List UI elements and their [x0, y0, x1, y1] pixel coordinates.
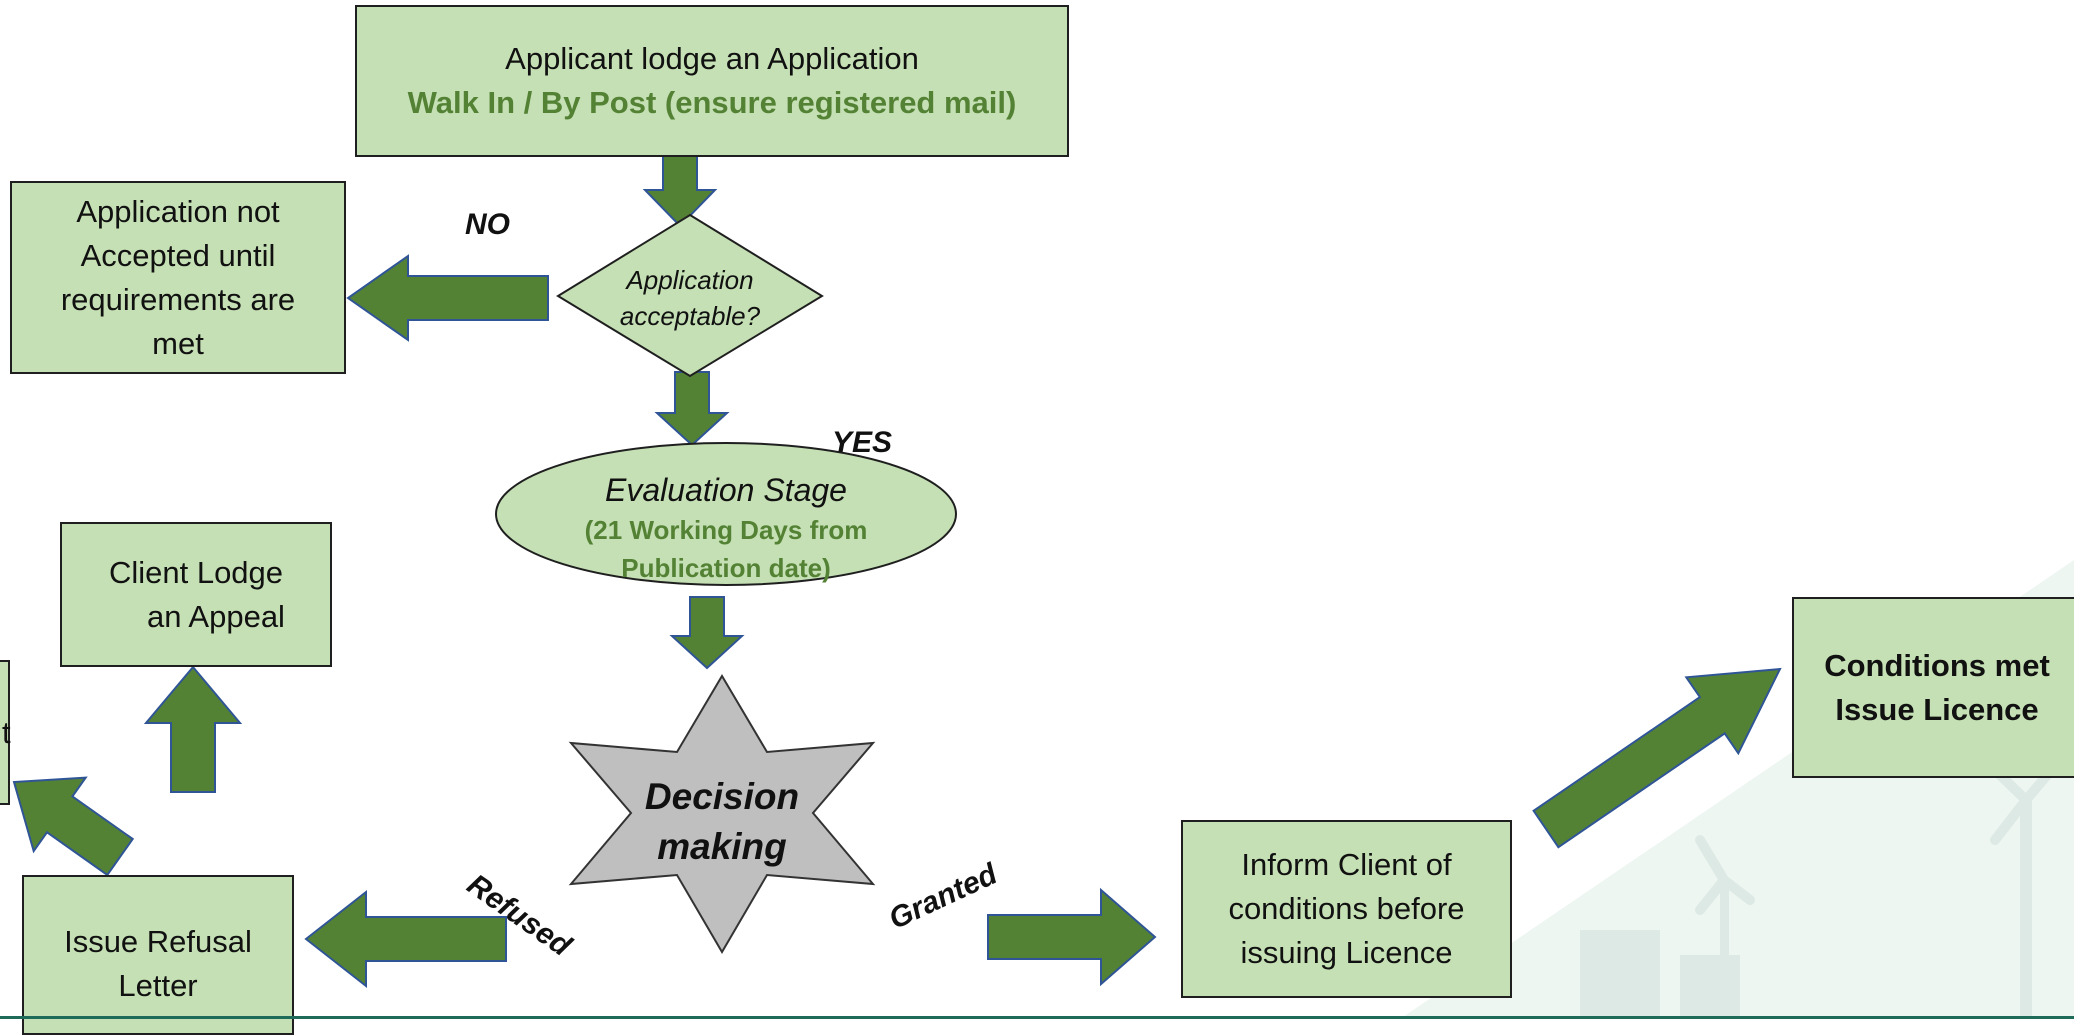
evaluation-ellipse-shape [495, 442, 957, 586]
decision-text: Decision making [602, 772, 842, 872]
evaluation-sub-line-1: (21 Working Days from [584, 515, 868, 545]
not-accepted-line-2: Accepted until [80, 237, 276, 273]
appeal-box: Client Lodge an Appeal [60, 522, 332, 667]
arrow-acceptable-to-evaluation [654, 371, 730, 447]
decision-line-1: Decision [644, 776, 800, 817]
arrow-apply-to-acceptable [642, 154, 718, 228]
decision-line-2: making [657, 826, 787, 867]
arrow-refusal-to-partial [12, 776, 135, 877]
appeal-line-1: Client Lodge [108, 554, 284, 590]
issue-line-2: Issue Licence [1835, 691, 2039, 727]
decision-star-shape [568, 674, 876, 954]
apply-line1: Applicant lodge an Application [505, 41, 919, 76]
bottom-rule [0, 1016, 2074, 1019]
edge-label-no: NO [465, 208, 510, 241]
apply-line2: Walk In / By Post (ensure registered mai… [407, 85, 1017, 120]
acceptable-line-2: acceptable? [619, 301, 761, 331]
not-accepted-line-1: Application not [76, 193, 280, 229]
inform-box: Inform Client of conditions before issui… [1181, 820, 1512, 998]
acceptable-diamond-shape [556, 213, 824, 378]
arrow-inform-to-issue [1532, 667, 1782, 849]
issue-line-1: Conditions met [1824, 647, 2050, 683]
inform-line-1: Inform Client of [1241, 847, 1452, 882]
apply-box: Applicant lodge an Application Walk In /… [355, 5, 1069, 157]
not-accepted-line-4: met [152, 325, 204, 361]
edge-label-yes: YES [832, 426, 893, 459]
arrow-decision-to-inform [987, 887, 1157, 987]
evaluation-sub-line-2: Publication date) [621, 553, 831, 583]
arrow-refusal-to-appeal [143, 665, 243, 793]
evaluation-text: Evaluation Stage (21 Working Days from P… [520, 469, 932, 587]
arrow-decision-to-refusal [304, 889, 507, 989]
evaluation-title: Evaluation Stage [605, 472, 847, 508]
refusal-line-1: Issue Refusal [64, 924, 252, 959]
arrows-group [12, 154, 1782, 989]
partial-left-text: t [2, 714, 11, 750]
refusal-line-2: Letter [118, 968, 198, 1003]
not-accepted-line-3: requirements are [60, 281, 296, 317]
partial-left-box: t [0, 660, 11, 805]
issue-licence-box: Conditions met Issue Licence [1792, 597, 2074, 778]
acceptable-line-1: Application [626, 265, 754, 295]
appeal-line-2: an Appeal [147, 598, 285, 634]
not-accepted-box: Application not Accepted until requireme… [10, 181, 346, 374]
inform-line-2: conditions before [1228, 891, 1465, 926]
refusal-box: Issue Refusal Letter [22, 875, 294, 1035]
arrow-evaluation-to-decision [669, 596, 745, 670]
acceptable-text: Application acceptable? [580, 262, 800, 334]
inform-line-3: issuing Licence [1240, 935, 1453, 970]
arrow-acceptable-to-not-accepted [346, 254, 549, 342]
